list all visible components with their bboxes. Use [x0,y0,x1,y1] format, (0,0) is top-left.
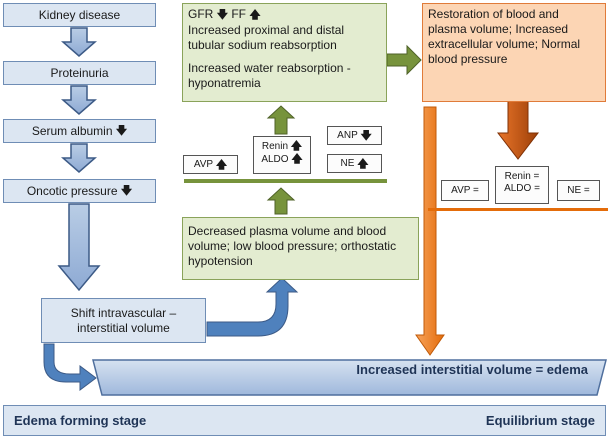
edema-banner-shape [92,359,607,396]
serum-albumin-label: Serum albumin [31,123,113,138]
restoration-text: Restoration of blood and plasma volume; … [428,7,581,66]
ne-up-box: NE 🡅 [327,154,382,173]
curved-arrow-to-green [206,277,299,337]
avp-up-box: AVP 🡅 [183,155,238,174]
ne-equal-box: NE = [557,180,600,201]
up-arrow-icon: 🡅 [249,9,261,21]
kidney-disease-label: Kidney disease [38,7,121,22]
aldo-equal-label: ALDO = [504,183,540,194]
orange-down-arrow [415,106,445,356]
gfr-ff-line: GFR 🡇 FF 🡅 [188,7,381,23]
anp-down-box: ANP 🡇 [327,126,382,145]
proteinuria-box: Proteinuria [3,61,156,85]
green-up-arrow-upper [266,105,296,135]
down-arrow-icon: 🡇 [216,9,228,21]
up-arrow-icon: 🡅 [291,153,303,165]
renin-equal-label: Renin = [504,171,540,182]
down-arrow-3 [61,143,97,173]
down-arrow-icon: 🡇 [360,129,372,142]
shift-volume-box: Shift intravascular – interstitial volum… [41,298,206,343]
aldo-label: ALDO [261,154,289,165]
orange-separator-line [428,208,608,211]
down-arrow-4 [57,203,101,292]
equilibrium-stage-label: Equilibrium stage [485,413,595,428]
oncotic-pressure-box: Oncotic pressure 🡇 [3,179,156,203]
restoration-box: Restoration of blood and plasma volume; … [422,3,606,102]
up-arrow-icon: 🡅 [357,157,369,170]
green-up-arrow-lower [266,187,296,215]
renin-aldo-up-box: Renin 🡅 ALDO 🡅 [253,136,311,174]
edema-banner-text: Increased interstitial volume = edema [356,362,588,377]
green-separator-line [184,179,387,183]
proteinuria-label: Proteinuria [50,65,109,80]
kidney-disease-box: Kidney disease [3,3,156,27]
plasma-volume-text: Decreased plasma volume and blood volume… [188,224,397,268]
ff-label: FF [231,7,247,21]
gfr-label: GFR [188,7,214,21]
up-arrow-icon: 🡅 [215,158,228,171]
down-arrow-1 [61,27,97,57]
anp-label: ANP [337,129,358,141]
avp-label: AVP [193,158,214,170]
renal-response-box: GFR 🡇 FF 🡅 Increased proximal and distal… [182,3,387,102]
up-arrow-icon: 🡅 [290,140,303,152]
brown-down-arrow [496,100,540,160]
serum-albumin-box: Serum albumin 🡇 [3,119,156,143]
sodium-reabsorption-text: Increased proximal and distal tubular so… [188,23,345,52]
renin-aldo-equal-box: Renin = ALDO = [495,166,549,204]
renin-label: Renin [261,141,289,152]
down-arrow-icon: 🡇 [115,124,128,137]
edema-forming-stage-label: Edema forming stage [14,413,147,428]
stage-bar: Edema forming stage Equilibrium stage [3,405,606,436]
shift-volume-label: Shift intravascular – interstitial volum… [70,305,177,335]
down-arrow-icon: 🡇 [120,184,133,197]
water-reabsorption-text: Increased water reabsorption - hyponatre… [188,61,351,90]
ne-equal-label: NE = [567,184,590,196]
down-arrow-2 [61,85,97,115]
avp-equal-label: AVP = [451,184,479,196]
ne-label: NE [340,157,355,169]
avp-equal-box: AVP = [441,180,489,201]
plasma-volume-box: Decreased plasma volume and blood volume… [182,217,419,280]
curved-arrow-to-banner [43,343,97,391]
green-right-arrow [386,44,422,76]
oncotic-pressure-label: Oncotic pressure [26,183,118,198]
